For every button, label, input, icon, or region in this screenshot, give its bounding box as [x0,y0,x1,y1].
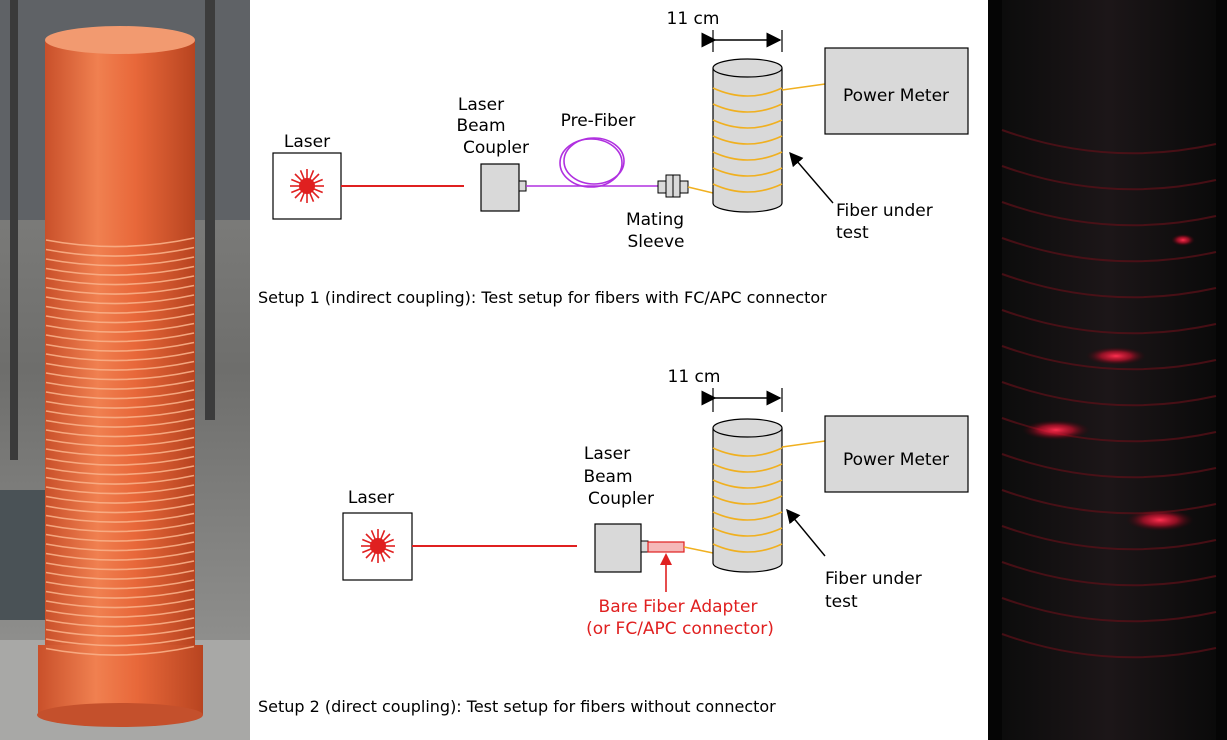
setup1-mating-label-1: Mating [626,210,684,230]
fiber-coils [45,237,195,656]
setup1-coupler-label-3: Coupler [463,138,529,158]
setup-1: 11 cm Laser Laser Beam Coupler Pre-Fiber [258,9,969,307]
setup1-coupler-box [480,163,520,212]
setup1-prefiber-label: Pre-Fiber [561,111,636,131]
setup2-fiber-label-2: test [825,592,858,612]
setup2-adapter-label-2: (or FC/APC connector) [586,619,774,639]
photo-light-leakage [988,0,1227,740]
setup2-caption: Setup 2 (direct coupling): Test setup fo… [258,697,776,716]
setup2-dimension-label: 11 cm [668,367,721,387]
setup1-mating-label-2: Sleeve [628,232,685,252]
setup1-dimension-label: 11 cm [667,9,720,29]
setup1-coupler-label-2: Beam [456,116,505,136]
setup2-laser-burst-icon [361,529,395,563]
setup1-power-meter-label: Power Meter [843,86,949,106]
setup1-mating-sleeve [657,174,689,198]
setup1-caption: Setup 1 (indirect coupling): Test setup … [258,288,827,307]
setup1-laser-label: Laser [284,132,330,152]
setup1-fiber-label-2: test [836,223,869,243]
setup2-bare-fiber-adapter [647,541,685,553]
dim-fiber-coils [1001,129,1217,659]
photo-fiber-wrapped-tube [0,0,250,740]
setup-2: 11 cm Laser Laser Beam Coupler Bare Fibe… [258,367,969,716]
setup1-coupler-label-1: Laser [458,95,504,115]
setup1-prefiber-coil [526,137,658,188]
setup2-fiber-arrow [786,508,826,557]
setup1-cylinder [712,58,783,213]
light-leak-spots [1022,234,1195,531]
setup2-adapter-label-1: Bare Fiber Adapter [599,597,758,617]
setup2-coupler-label-3: Coupler [588,489,654,509]
setup2-power-meter-label: Power Meter [843,450,949,470]
setup1-laser-burst-icon [290,169,324,203]
setup2-coupler-label-2: Beam [583,467,632,487]
setup2-laser-label: Laser [348,488,394,508]
setup2-fiber-label-1: Fiber under [825,569,922,589]
setup1-fiber-label-1: Fiber under [836,201,933,221]
setup1-power-meter-box [824,47,969,135]
setup2-power-meter-box [824,415,969,493]
setup2-laser-box [342,512,413,581]
setup2-coupler-box [594,523,642,573]
setup-diagrams: 11 cm Laser Laser Beam Coupler Pre-Fiber [258,9,969,716]
setup1-fiber-arrow [789,151,834,204]
setup2-coupler-label-1: Laser [584,444,630,464]
setup2-cylinder [712,418,783,573]
